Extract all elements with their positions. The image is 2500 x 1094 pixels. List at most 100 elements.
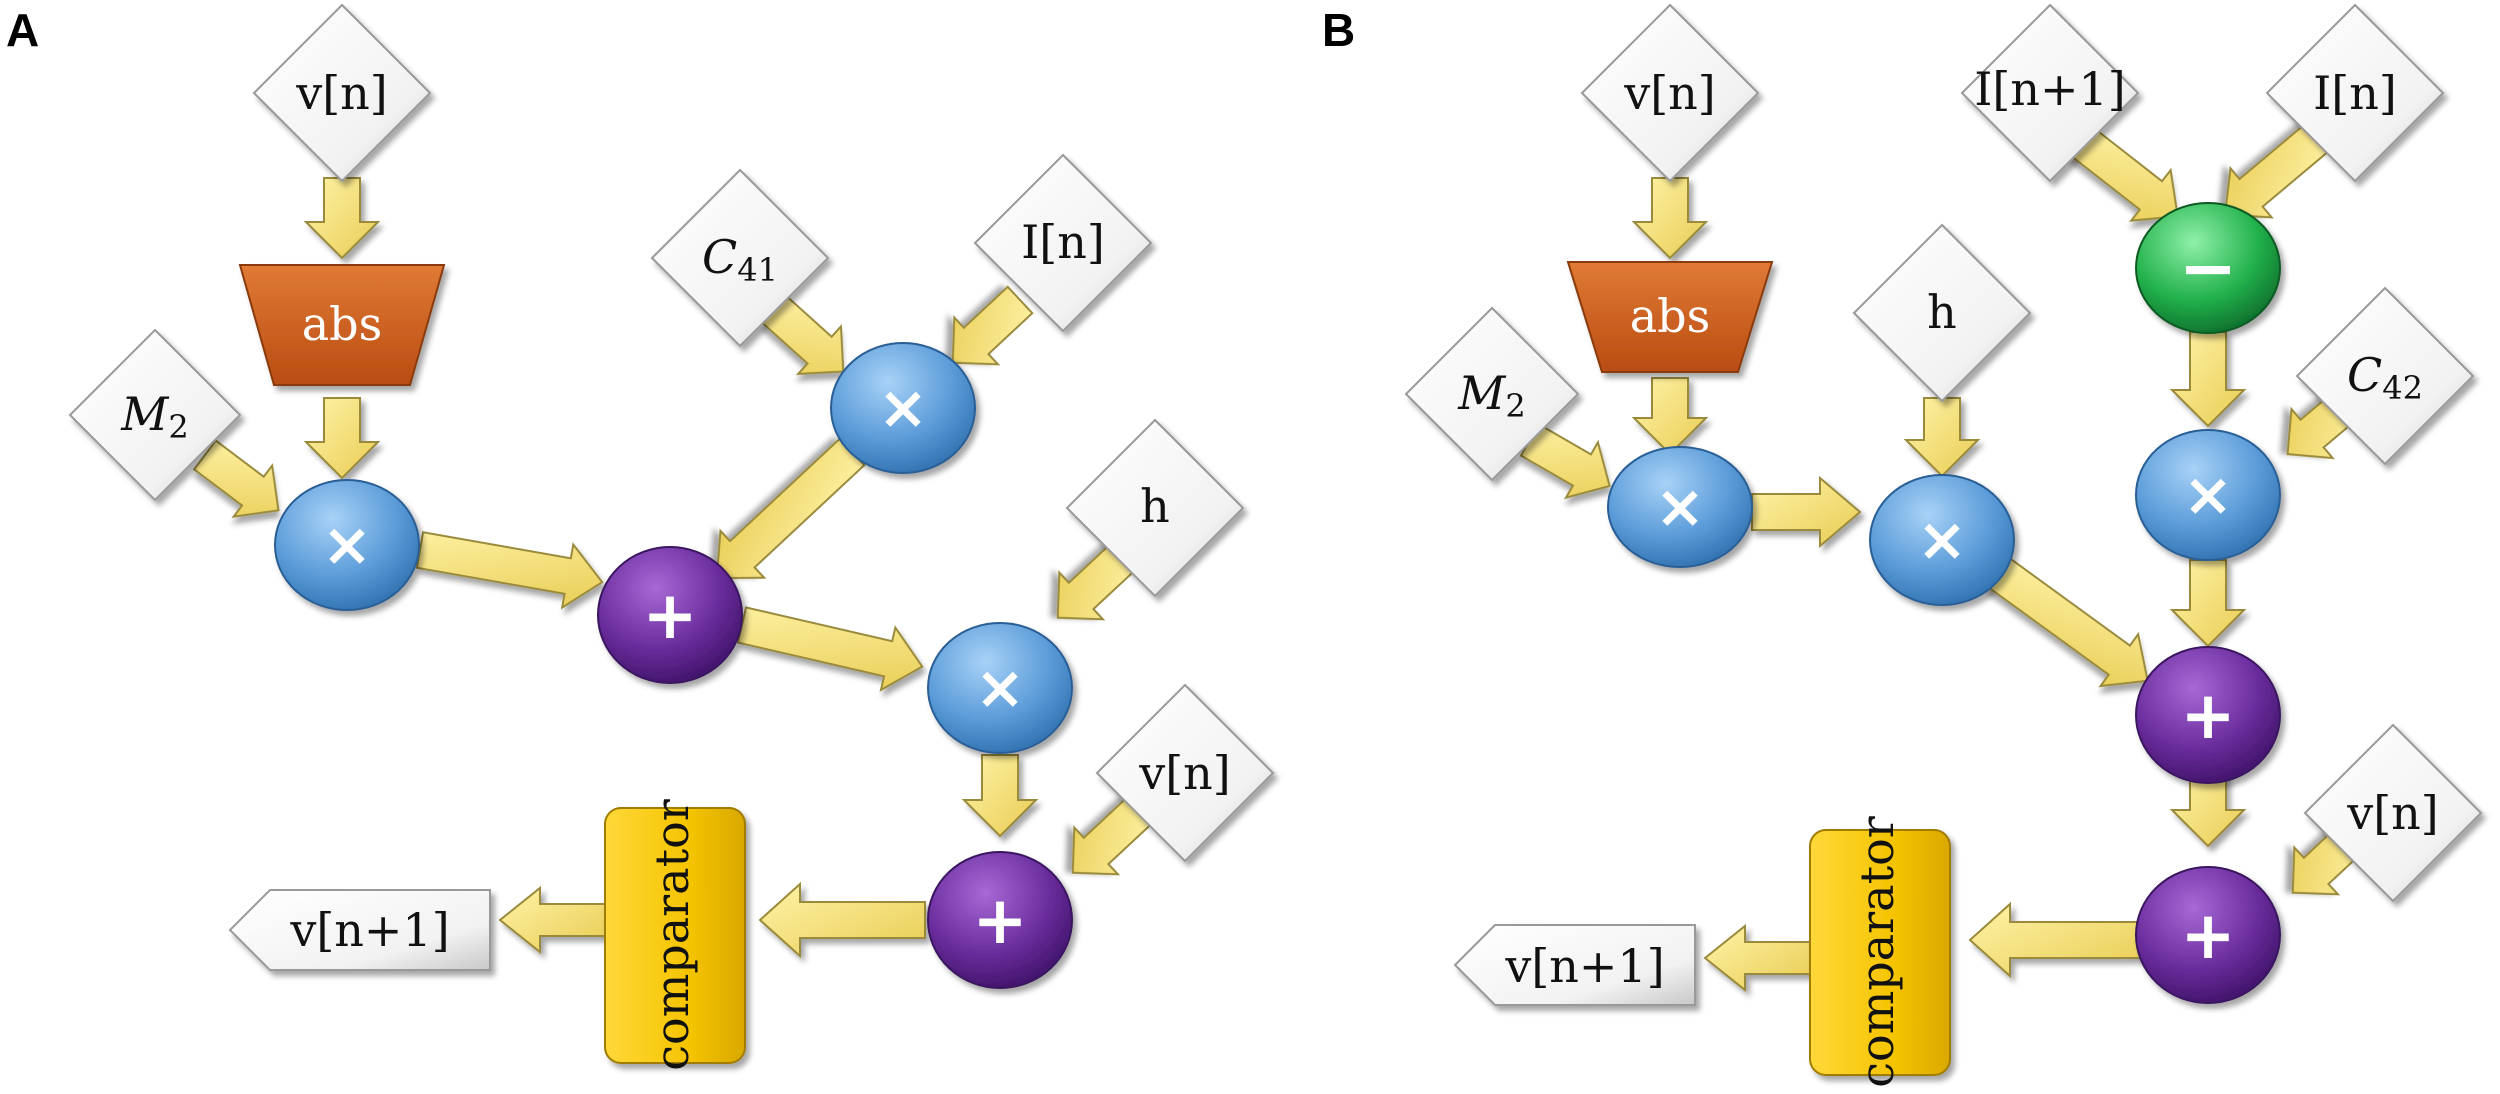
input-i-label: I[n] — [2313, 66, 2397, 120]
input-c41: C41 — [650, 168, 830, 348]
input-v-bottom-label: v[n] — [1138, 746, 1231, 800]
panel-label-a: A — [6, 4, 39, 56]
plus-icon: + — [2180, 897, 2235, 974]
arrow-comparator-to-output — [498, 885, 606, 955]
comparator-label: comparator — [645, 799, 699, 1071]
arrow-mul3-to-add2 — [961, 754, 1039, 838]
multiply-node-1: × — [1607, 446, 1753, 568]
arrow-add2-to-comparator — [1968, 901, 2141, 979]
arrow-mul2-to-add1 — [1986, 556, 2149, 688]
arrow-sub-to-mul3 — [2169, 331, 2247, 428]
input-h: h — [1852, 223, 2032, 403]
input-i-next-label: I[n+1] — [1974, 62, 2126, 116]
input-c42-label: C — [2347, 348, 2382, 402]
multiply-icon: × — [878, 373, 928, 443]
multiply-icon: × — [322, 510, 372, 580]
input-v-bottom-label: v[n] — [2346, 786, 2439, 840]
multiply-node-2: × — [1869, 474, 2015, 606]
output-label: v[n+1] — [1504, 939, 1664, 993]
abs-block: abs — [238, 264, 446, 386]
multiply-icon: × — [1655, 472, 1705, 542]
arrow-mul1-to-mul2 — [1751, 475, 1862, 549]
input-m2: M2 — [68, 328, 242, 502]
input-m2: M2 — [1404, 306, 1580, 482]
input-c42-sub: 42 — [2382, 369, 2423, 407]
add-node-1: + — [2135, 646, 2281, 784]
arrow-m2-to-mul1 — [192, 439, 280, 518]
arrow-c41-to-mul2 — [761, 295, 845, 376]
input-m2-sub: 2 — [168, 408, 188, 446]
input-h-label: h — [1927, 285, 1957, 339]
arrow-inext-to-sub — [2067, 124, 2179, 222]
add-node-2: + — [927, 851, 1073, 989]
arrow-v-to-abs — [1631, 177, 1709, 260]
input-i-next: I[n+1] — [1960, 3, 2140, 183]
input-i-label: I[n] — [1021, 215, 1105, 269]
arrow-add2-to-comparator — [758, 881, 926, 959]
arrow-v-to-abs — [303, 177, 381, 260]
arrow-i-to-sub — [2223, 119, 2333, 219]
input-c42: C42 — [2295, 286, 2475, 466]
input-h: h — [1065, 418, 1245, 598]
svg-text:C41: C41 — [702, 230, 778, 289]
comparator-block: comparator — [1809, 816, 1951, 1088]
add-node-1: + — [597, 546, 743, 684]
input-c41-sub: 41 — [737, 251, 778, 289]
multiply-node-3: × — [2135, 429, 2281, 561]
input-v-top-label: v[n] — [1623, 66, 1716, 120]
arrow-v-to-add2 — [1071, 795, 1154, 876]
arrow-mul1-to-add1 — [415, 531, 604, 610]
arrow-h-to-mul2 — [1903, 397, 1981, 478]
arrow-abs-to-mul1 — [1631, 377, 1709, 456]
panel-a: A v[n] M2 C41 — [6, 3, 1275, 1071]
abs-block: abs — [1566, 261, 1774, 373]
input-h-label: h — [1140, 479, 1170, 533]
subtract-node: − — [2135, 202, 2281, 334]
svg-text:M2: M2 — [120, 387, 188, 446]
input-c41-label: C — [702, 230, 737, 284]
minus-icon: − — [2179, 227, 2238, 309]
multiply-icon: × — [2183, 460, 2233, 530]
panel-label-b: B — [1322, 4, 1355, 56]
output-v-next: v[n+1] — [228, 889, 491, 971]
multiply-icon: × — [1917, 505, 1967, 575]
input-v-top: v[n] — [252, 3, 432, 183]
arrow-abs-to-mul1 — [303, 397, 381, 480]
svg-text:C42: C42 — [2347, 348, 2423, 407]
arrow-add1-to-mul3 — [736, 606, 924, 692]
comparator-label: comparator — [1850, 816, 1904, 1088]
multiply-node-1: × — [274, 479, 420, 611]
abs-label: abs — [302, 297, 382, 351]
multiply-node-3: × — [927, 622, 1073, 754]
output-v-next: v[n+1] — [1453, 924, 1696, 1006]
arrow-mul3-to-add1 — [2169, 559, 2247, 648]
abs-label: abs — [1630, 289, 1710, 343]
arrow-mul2-to-add1 — [715, 437, 866, 580]
input-v-top: v[n] — [1580, 3, 1760, 183]
input-i: I[n] — [973, 153, 1153, 333]
input-m2-sub: 2 — [1505, 387, 1525, 425]
arrow-m2-to-mul1 — [1519, 423, 1611, 500]
plus-icon: + — [972, 882, 1027, 959]
comparator-block: comparator — [604, 799, 746, 1071]
arrow-comparator-to-output — [1703, 923, 1811, 993]
multiply-icon: × — [975, 653, 1025, 723]
input-i: I[n] — [2265, 3, 2445, 183]
add-node-2: + — [2135, 866, 2281, 1004]
arrows-b — [1519, 119, 2374, 993]
multiply-node-2: × — [830, 342, 976, 474]
arrows-a — [192, 177, 1154, 959]
svg-text:M2: M2 — [1457, 366, 1525, 425]
plus-icon: + — [642, 577, 697, 654]
input-m2-label: M — [1457, 366, 1507, 420]
input-v-bottom: v[n] — [1095, 683, 1275, 863]
arrow-i-to-mul2 — [951, 285, 1034, 366]
plus-icon: + — [2180, 677, 2235, 754]
arrow-h-to-mul3 — [1056, 540, 1139, 621]
input-m2-label: M — [120, 387, 170, 441]
input-v-bottom: v[n] — [2303, 723, 2483, 903]
input-v-top-label: v[n] — [295, 66, 388, 120]
output-label: v[n+1] — [289, 903, 449, 957]
panel-b: B v[n] I[n+1] — [1322, 3, 2483, 1088]
